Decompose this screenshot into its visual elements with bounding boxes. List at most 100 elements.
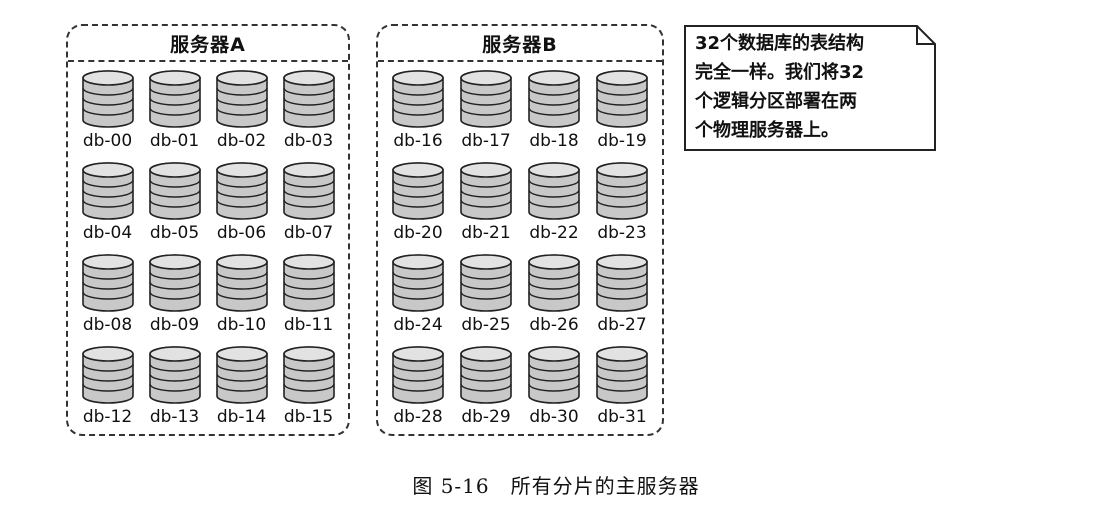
database-cylinder-icon: [81, 346, 134, 404]
database-label: db-16: [393, 131, 443, 151]
database-item: db-31: [588, 344, 656, 432]
database-cylinder-icon: [215, 254, 268, 312]
database-label: db-12: [82, 407, 133, 427]
database-cylinder-icon: [460, 346, 512, 404]
database-item: db-18: [520, 68, 588, 156]
database-item: db-15: [275, 344, 342, 432]
server-b-title: 服务器B: [378, 26, 662, 62]
database-item: db-25: [452, 252, 520, 340]
database-cylinder-icon: [392, 254, 444, 312]
database-label: db-26: [529, 315, 579, 335]
database-label: db-28: [393, 407, 443, 427]
server-a-title: 服务器A: [68, 26, 348, 62]
database-label: db-03: [283, 131, 334, 151]
database-item: db-23: [588, 160, 656, 248]
database-item: db-20: [384, 160, 452, 248]
database-label: db-00: [82, 131, 133, 151]
database-item: db-05: [141, 160, 208, 248]
database-cylinder-icon: [282, 254, 335, 312]
database-label: db-11: [283, 315, 334, 335]
database-cylinder-icon: [528, 162, 580, 220]
database-label: db-09: [149, 315, 200, 335]
server-b-box: 服务器B db-16 db-17 db-18 db-19 db-20 db-21 db-22…: [376, 24, 664, 436]
database-item: db-27: [588, 252, 656, 340]
database-label: db-27: [597, 315, 647, 335]
server-a-db-grid: db-00 db-01 db-02 db-03 db-04 db-05 db-06 db-07…: [68, 62, 348, 432]
database-item: db-08: [74, 252, 141, 340]
database-label: db-07: [283, 223, 334, 243]
database-label: db-15: [283, 407, 334, 427]
database-cylinder-icon: [148, 162, 201, 220]
database-cylinder-icon: [282, 346, 335, 404]
database-label: db-18: [529, 131, 579, 151]
database-label: db-24: [393, 315, 443, 335]
database-item: db-00: [74, 68, 141, 156]
database-cylinder-icon: [215, 346, 268, 404]
database-label: db-23: [597, 223, 647, 243]
database-cylinder-icon: [596, 70, 648, 128]
note-line: 个物理服务器上。: [695, 120, 839, 141]
database-cylinder-icon: [460, 70, 512, 128]
database-cylinder-icon: [596, 346, 648, 404]
database-item: db-03: [275, 68, 342, 156]
database-label: db-21: [461, 223, 511, 243]
database-label: db-17: [461, 131, 511, 151]
database-cylinder-icon: [596, 254, 648, 312]
database-label: db-06: [216, 223, 267, 243]
database-item: db-13: [141, 344, 208, 432]
database-label: db-02: [216, 131, 267, 151]
database-item: db-12: [74, 344, 141, 432]
database-cylinder-icon: [148, 254, 201, 312]
database-label: db-04: [82, 223, 133, 243]
database-cylinder-icon: [392, 162, 444, 220]
server-b-db-grid: db-16 db-17 db-18 db-19 db-20 db-21 db-22 db-23…: [378, 62, 662, 432]
database-label: db-14: [216, 407, 267, 427]
database-cylinder-icon: [81, 70, 134, 128]
database-item: db-17: [452, 68, 520, 156]
database-cylinder-icon: [460, 254, 512, 312]
database-item: db-02: [208, 68, 275, 156]
database-label: db-22: [529, 223, 579, 243]
database-item: db-10: [208, 252, 275, 340]
database-item: db-30: [520, 344, 588, 432]
note-frame: [684, 25, 936, 151]
database-item: db-24: [384, 252, 452, 340]
database-label: db-31: [597, 407, 647, 427]
database-item: db-09: [141, 252, 208, 340]
note-line: 完全一样。我们将32: [695, 62, 865, 83]
database-cylinder-icon: [528, 254, 580, 312]
database-item: db-19: [588, 68, 656, 156]
database-cylinder-icon: [282, 162, 335, 220]
database-cylinder-icon: [148, 346, 201, 404]
database-item: db-01: [141, 68, 208, 156]
note-callout: 32个数据库的表结构 完全一样。我们将32 个逻辑分区部署在两 个物理服务器上。: [683, 24, 937, 152]
database-cylinder-icon: [81, 254, 134, 312]
database-cylinder-icon: [215, 162, 268, 220]
note-line: 个逻辑分区部署在两: [695, 91, 857, 112]
database-item: db-11: [275, 252, 342, 340]
database-label: db-30: [529, 407, 579, 427]
database-item: db-22: [520, 160, 588, 248]
server-a-box: 服务器A db-00 db-01 db-02 db-03 db-04 db-05 db-06…: [66, 24, 350, 436]
database-item: db-14: [208, 344, 275, 432]
figure-caption: 图 5-16 所有分片的主服务器: [412, 474, 700, 498]
database-label: db-08: [82, 315, 133, 335]
database-cylinder-icon: [148, 70, 201, 128]
database-cylinder-icon: [596, 162, 648, 220]
database-label: db-25: [461, 315, 511, 335]
note-text: 32个数据库的表结构 完全一样。我们将32 个逻辑分区部署在两 个物理服务器上。: [695, 29, 919, 145]
database-cylinder-icon: [528, 70, 580, 128]
database-label: db-29: [461, 407, 511, 427]
database-cylinder-icon: [392, 346, 444, 404]
database-item: db-16: [384, 68, 452, 156]
database-item: db-21: [452, 160, 520, 248]
database-label: db-19: [597, 131, 647, 151]
database-label: db-20: [393, 223, 443, 243]
database-cylinder-icon: [392, 70, 444, 128]
database-item: db-07: [275, 160, 342, 248]
note-line: 32个数据库的表结构: [695, 33, 865, 54]
database-cylinder-icon: [215, 70, 268, 128]
database-item: db-06: [208, 160, 275, 248]
database-label: db-10: [216, 315, 267, 335]
database-label: db-05: [149, 223, 200, 243]
